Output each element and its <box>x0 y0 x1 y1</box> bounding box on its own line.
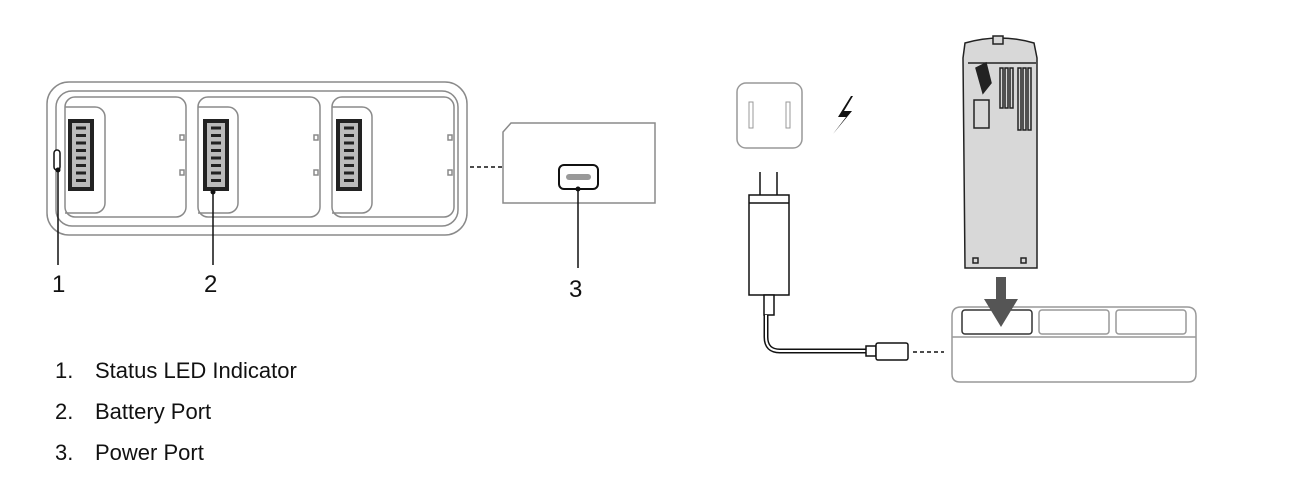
legend-number: 3. <box>55 440 74 465</box>
insert-arrow-icon <box>984 277 1018 327</box>
legend-label: Status LED Indicator <box>95 358 297 383</box>
battery-rib <box>1017 67 1022 131</box>
legend-number: 1. <box>55 358 74 383</box>
battery-port-connectors <box>68 119 362 191</box>
power-adapter <box>748 172 909 361</box>
charging-hub-perspective <box>951 306 1197 383</box>
battery <box>962 35 1038 269</box>
legend-item-2: 2. Battery Port <box>55 391 297 432</box>
power-side-view <box>502 122 656 204</box>
legend-number: 2. <box>55 399 74 424</box>
battery-slot-3 <box>331 96 455 218</box>
wall-outlet-icon <box>736 82 803 149</box>
legend-label: Battery Port <box>95 399 212 424</box>
battery-rib <box>999 67 1004 109</box>
battery-rib <box>1004 67 1009 109</box>
legend-item-3: 3. Power Port <box>55 432 297 473</box>
callout-1: 1 <box>52 271 65 298</box>
callout-3: 3 <box>569 276 582 303</box>
legend-item-1: 1. Status LED Indicator <box>55 350 297 391</box>
battery-slot-1 <box>64 96 187 218</box>
legend-label: Power Port <box>95 440 204 465</box>
battery-slot-2 <box>197 96 321 218</box>
battery-rib <box>1022 67 1027 131</box>
battery-rib <box>1027 67 1032 131</box>
lightning-bolt-icon <box>833 96 853 134</box>
legend-list: 1. Status LED Indicator 2. Battery Port 3.… <box>55 350 297 473</box>
callout-2: 2 <box>204 271 217 298</box>
battery-rib <box>1009 67 1014 109</box>
status-led <box>53 149 61 171</box>
charging-hub-top-view <box>46 81 468 236</box>
